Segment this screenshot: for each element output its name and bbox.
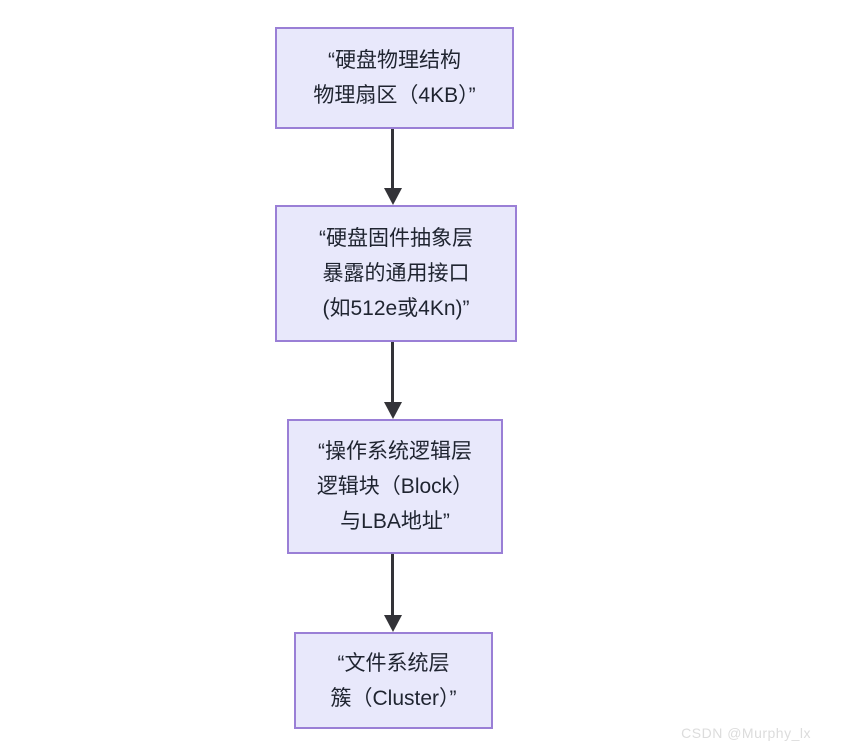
node-text-line: 逻辑块（Block） [316, 475, 474, 498]
node-text-line: “硬盘物理结构 [328, 49, 461, 72]
flowchart-node-firmware-layer[interactable]: “硬盘固件抽象层 暴露的通用接口 (如512e或4Kn)” [275, 205, 517, 342]
flowchart-arrow-down-icon [381, 342, 405, 419]
arrow-head [384, 188, 402, 205]
flowchart-node-physical-sector[interactable]: “硬盘物理结构 物理扇区（4KB）” [275, 27, 514, 129]
node-text-line: 暴露的通用接口 [322, 262, 470, 285]
arrow-shaft [391, 129, 394, 189]
node-text-line: “文件系统层 [337, 651, 450, 675]
node-text-line: (如512e或4Kn)” [322, 297, 470, 320]
watermark: CSDN @Murphy_lx [681, 725, 811, 741]
flowchart-node-os-logical[interactable]: “操作系统逻辑层 逻辑块（Block） 与LBA地址” [287, 419, 503, 554]
node-text-line: 簇（Cluster）” [330, 686, 457, 710]
node-text-line: 物理扇区（4KB）” [313, 84, 476, 107]
arrow-shaft [391, 342, 394, 403]
flowchart-arrow-down-icon [381, 129, 405, 205]
arrow-head [384, 615, 402, 632]
flowchart-arrow-down-icon [381, 554, 405, 632]
node-text-line: “操作系统逻辑层 [318, 440, 472, 463]
node-text-line: “硬盘固件抽象层 [319, 227, 473, 250]
arrow-head [384, 402, 402, 419]
arrow-shaft [391, 554, 394, 616]
node-text-line: 与LBA地址” [340, 510, 450, 533]
flowchart-node-filesystem[interactable]: “文件系统层 簇（Cluster）” [294, 632, 493, 729]
